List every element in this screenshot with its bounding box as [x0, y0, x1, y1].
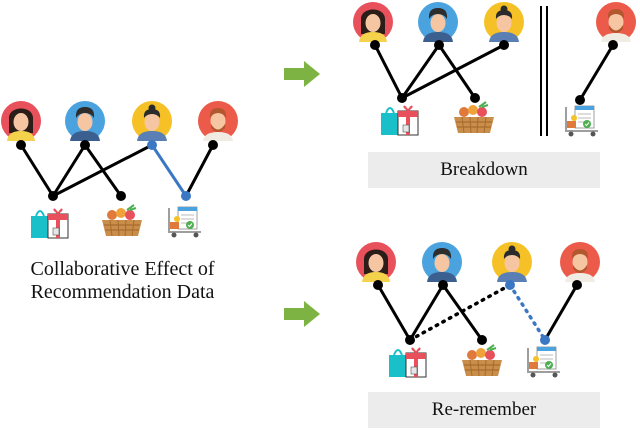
re-remember-edges — [376, 284, 484, 341]
re-remember-label: Re-remember — [368, 392, 600, 428]
arrow-to-breakdown-icon — [284, 61, 320, 87]
user-avatar-topknot — [484, 2, 524, 42]
vegetable-basket-icon — [461, 344, 503, 377]
user-avatar-orange-beard — [596, 2, 636, 42]
left-edges — [19, 143, 215, 198]
user-avatar-orange-beard — [198, 101, 238, 141]
delivery-cart-icon — [527, 346, 561, 379]
shopping-bag-gift-icon — [380, 105, 419, 136]
user-avatar-blue-shirt — [422, 242, 462, 282]
breakdown-label: Breakdown — [368, 152, 600, 188]
vegetable-basket-icon — [101, 204, 143, 237]
re-remember-beard-edge — [543, 284, 579, 341]
re-remember-nodes — [373, 280, 582, 345]
user-avatar-topknot — [492, 242, 532, 282]
vegetable-basket-icon — [453, 101, 495, 134]
user-avatar-red-hair — [1, 101, 41, 141]
left-panel-graph — [1, 101, 238, 239]
user-avatar-blue-shirt — [65, 101, 105, 141]
shopping-bag-gift-icon — [388, 347, 427, 378]
left-highlight-nodes — [147, 140, 191, 201]
delivery-cart-icon — [168, 206, 202, 239]
user-avatar-blue-shirt — [418, 2, 458, 42]
re-remember-highlight-nodes — [505, 280, 550, 345]
caption-line-1: Collaborative Effect of — [30, 258, 215, 280]
shopping-bag-gift-icon — [30, 208, 69, 239]
re-remember-dotted-highlight-edges — [508, 283, 547, 342]
breakdown-divider — [540, 6, 548, 136]
delivery-cart-icon — [565, 105, 599, 138]
breakdown-graph — [353, 2, 636, 138]
breakdown-edges — [373, 43, 615, 101]
left-caption: Collaborative Effect of Recommendation D… — [0, 258, 245, 304]
user-avatar-red-hair — [353, 2, 393, 42]
user-avatar-red-hair — [356, 242, 396, 282]
re-remember-graph — [356, 242, 600, 379]
caption-line-2: Recommendation Data — [30, 281, 215, 303]
user-avatar-topknot — [132, 101, 172, 141]
user-avatar-orange-beard — [560, 242, 600, 282]
left-highlight-edge — [150, 144, 188, 197]
left-nodes — [16, 140, 218, 201]
breakdown-nodes — [370, 40, 618, 105]
arrow-to-re-remember-icon — [284, 301, 320, 327]
